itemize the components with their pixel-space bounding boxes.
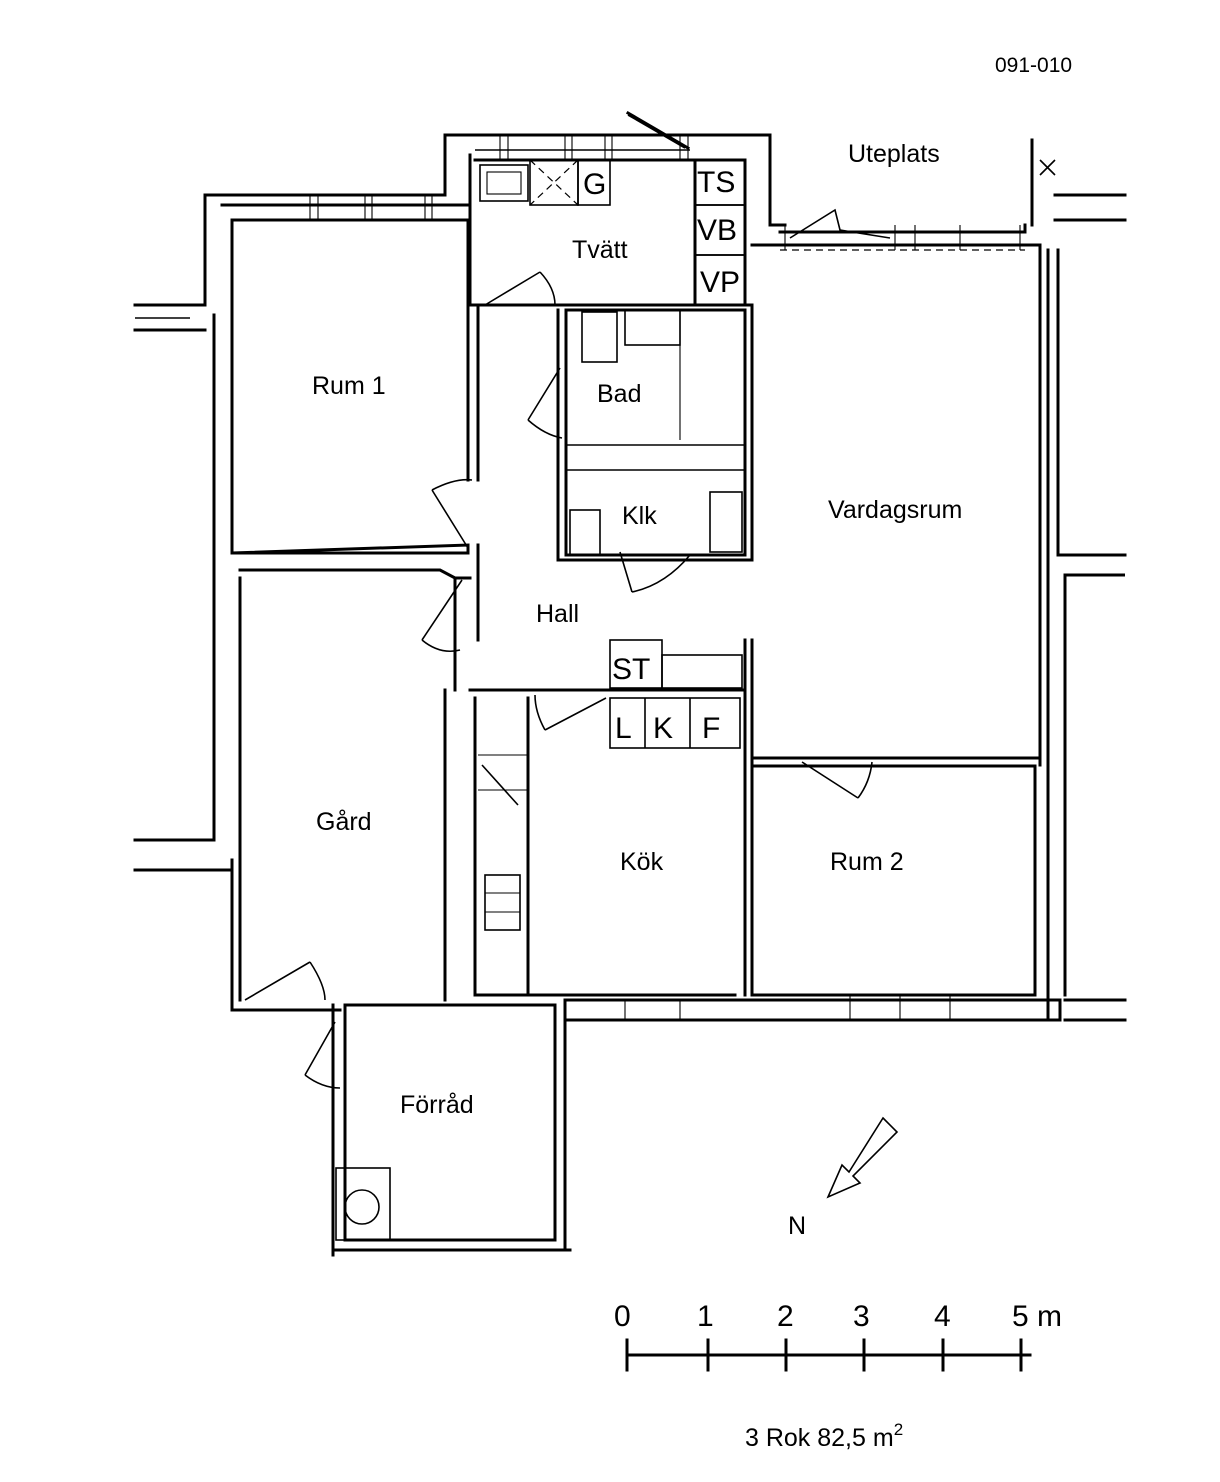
door-swings [244,110,1056,1089]
fixture-label-vp: VP [700,266,740,299]
room-label-forrad: Förråd [400,1091,474,1119]
scale-tick-label: 1 [697,1300,714,1333]
area-label-exponent: 2 [894,1420,903,1439]
north-label: N [788,1212,806,1240]
room-label-gard: Gård [316,808,372,836]
fixture-label-f: F [702,712,720,745]
fixture-label-ts: TS [697,166,735,199]
scale-tick-label: 4 [934,1300,951,1333]
windows [309,135,1021,1020]
scale-bar: 0 1 2 3 4 5 m [614,1300,1062,1372]
room-label-bad: Bad [597,380,641,408]
area-label: 3 Rok 82,5 m2 [745,1420,903,1452]
room-label-kok: Kök [620,848,664,876]
north-arrow-icon [826,1116,899,1199]
scale-tick-label: 0 [614,1300,631,1333]
room-label-tvatt: Tvätt [572,236,628,264]
fixture-label-vb: VB [697,214,737,247]
fixtures-drawn [335,159,1127,1241]
room-labels: Uteplats Tvätt Rum 1 Bad Klk Vardagsrum … [312,140,962,1119]
drawing-number: 091-010 [995,54,1072,77]
fixture-label-g: G [583,168,606,201]
fixture-label-k: K [653,712,673,745]
walls [133,133,1127,1257]
scale-tick-label: 3 [853,1300,870,1333]
room-label-vardagsrum: Vardagsrum [828,496,962,524]
area-label-prefix: 3 Rok 82,5 m [745,1424,894,1452]
room-label-rum2: Rum 2 [830,848,904,876]
scale-tick-label: 2 [777,1300,794,1333]
fixture-label-st: ST [612,653,650,686]
room-label-rum1: Rum 1 [312,372,386,400]
fixture-label-l: L [615,712,632,745]
scale-tick-label: 5 m [1012,1300,1062,1333]
fixture-labels: G TS VB VP ST L K F [583,166,740,745]
room-label-klk: Klk [622,502,657,530]
room-label-hall: Hall [536,600,579,628]
room-label-uteplats: Uteplats [848,140,940,168]
